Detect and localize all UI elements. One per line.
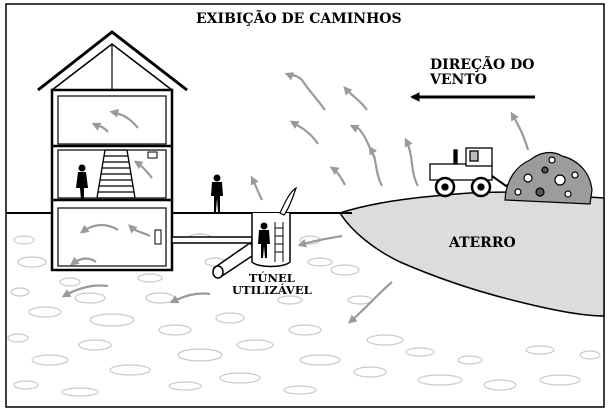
wind-label-line1: DIREÇÃO DO (430, 58, 534, 73)
tunnel-label-line2: UTILIZÁVEL (232, 284, 312, 296)
diagram-title: EXIBIÇÃO DE CAMINHOS (196, 12, 402, 27)
landfill-label: ATERRO (449, 236, 516, 251)
wind-direction-label: DIREÇÃO DO VENTO (430, 58, 534, 87)
tunnel-label: TÚNEL UTILIZÁVEL (232, 272, 312, 296)
wind-label-line2: VENTO (430, 73, 534, 88)
